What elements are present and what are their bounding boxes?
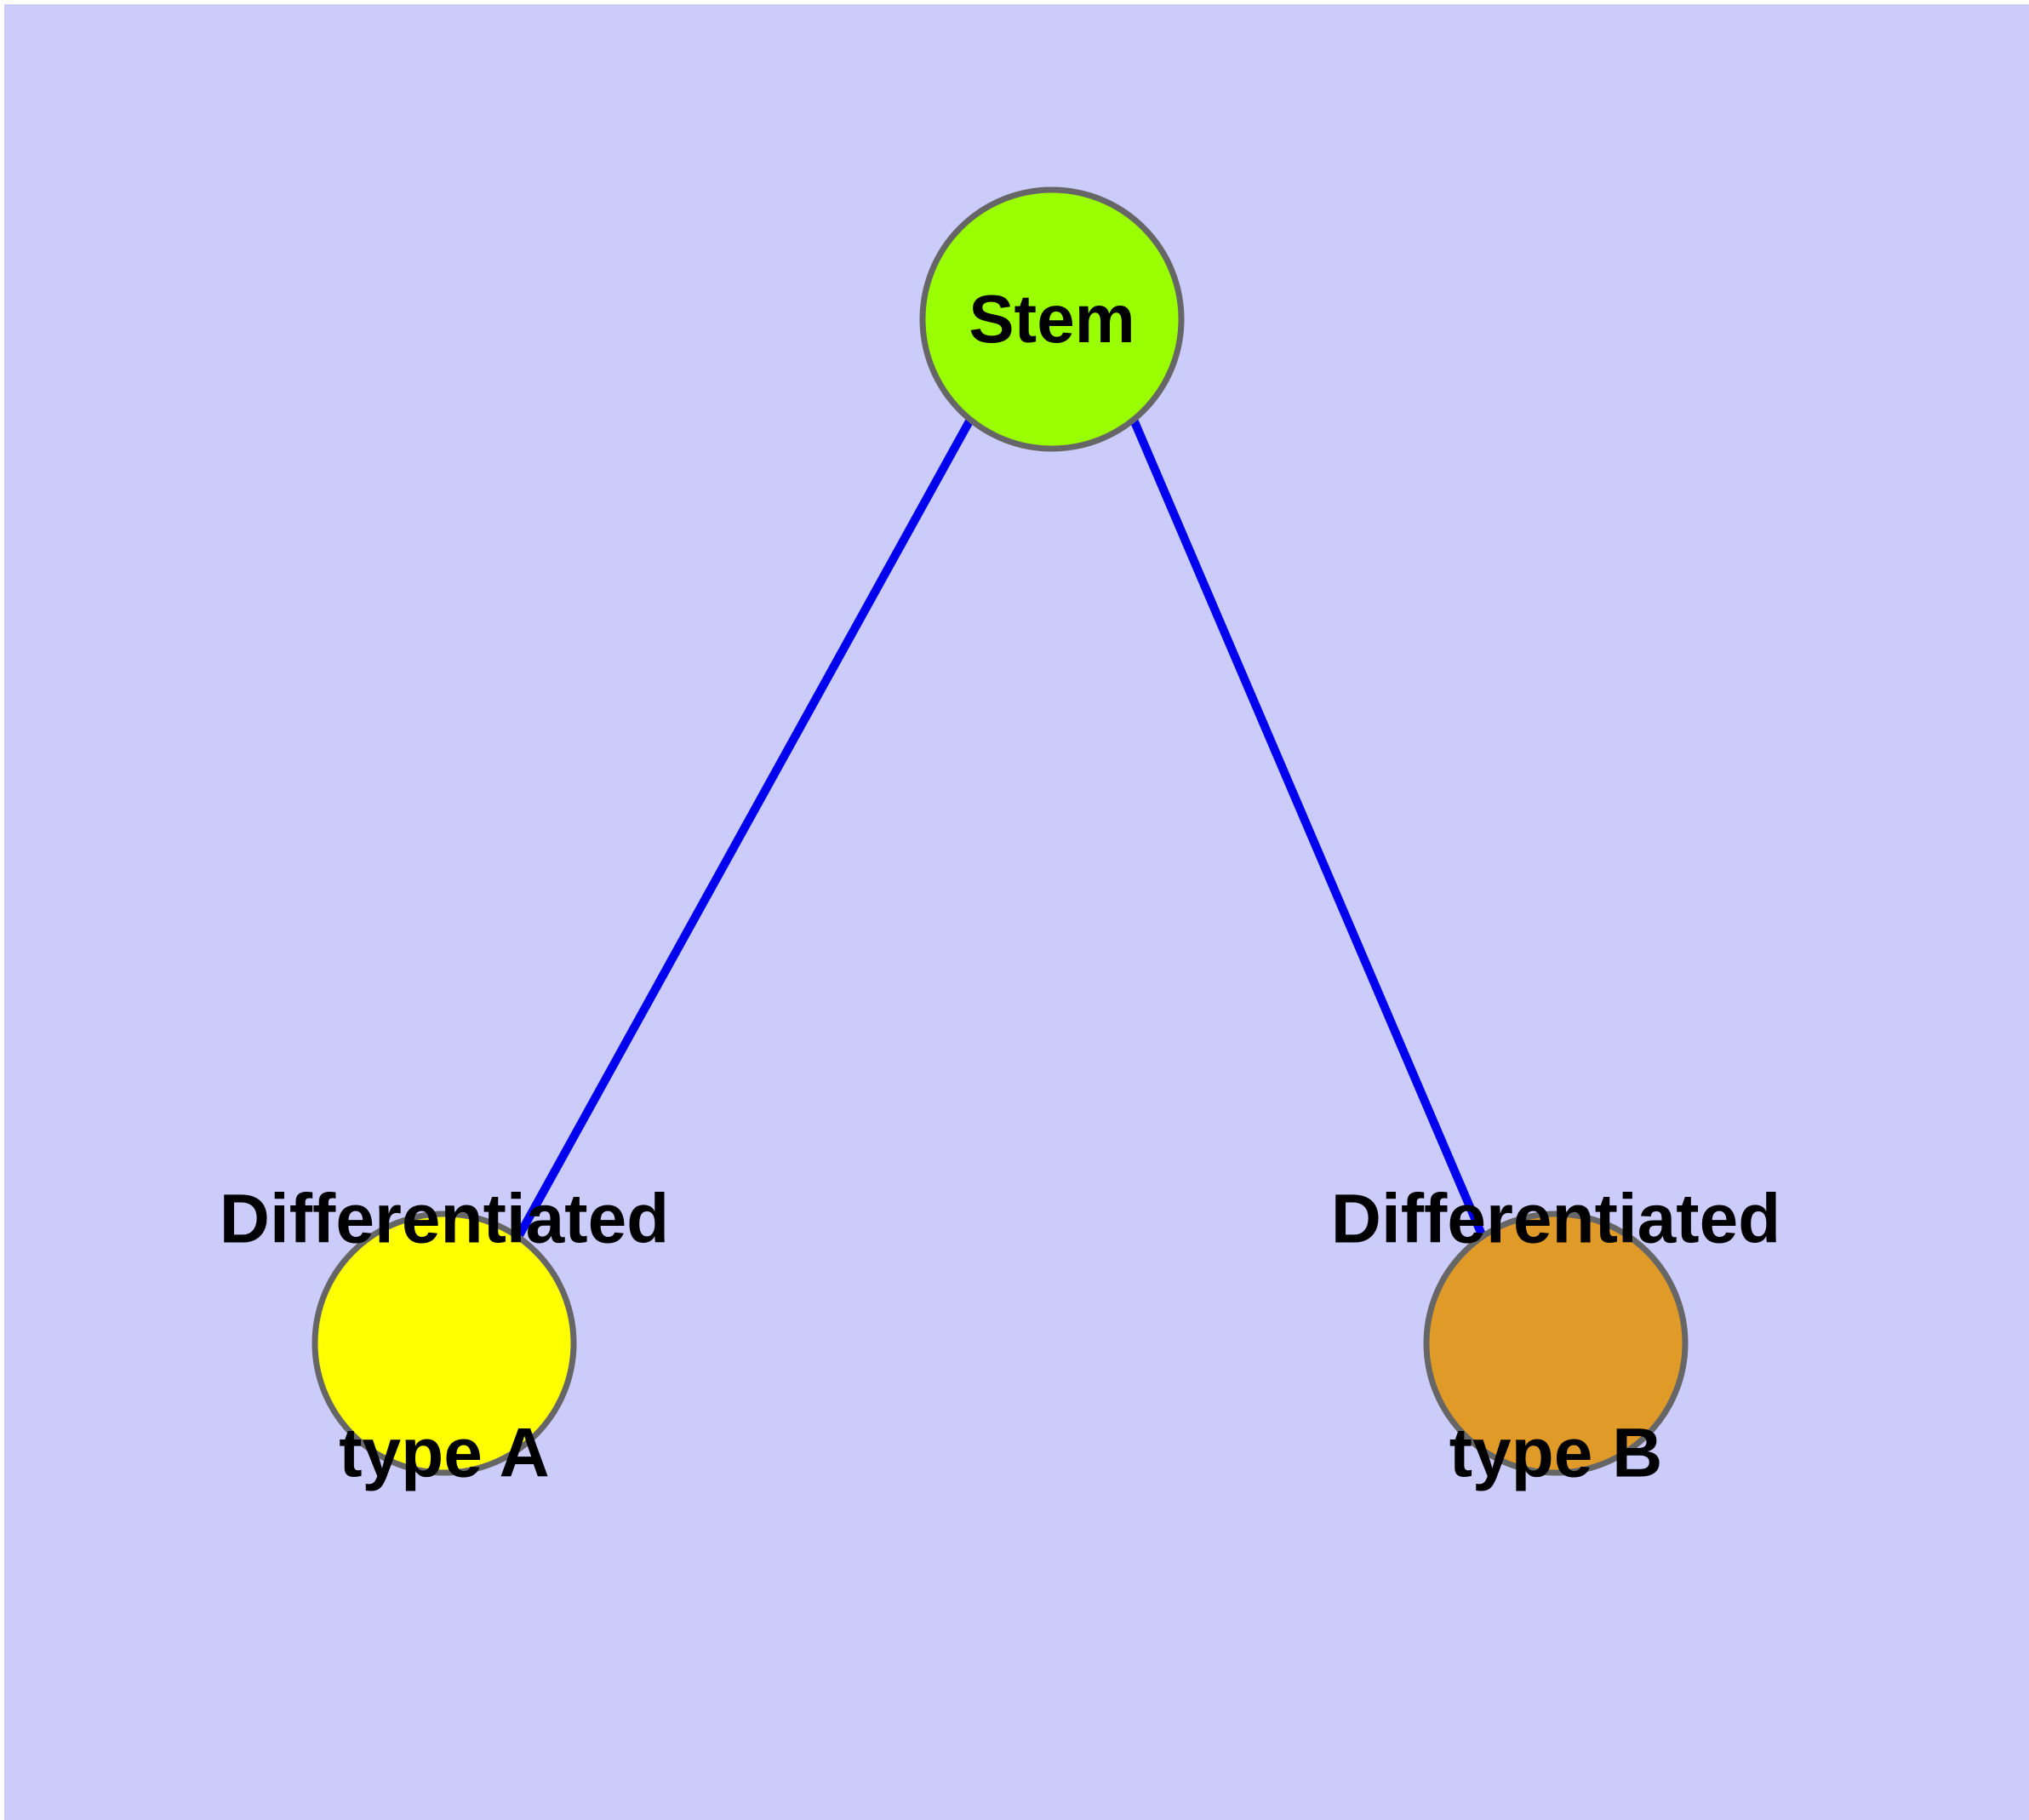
- edge-stem-diff-b[interactable]: [1129, 418, 1488, 1240]
- node-diff-b-circle[interactable]: [1423, 1210, 1689, 1476]
- node-layer: [311, 186, 1689, 1476]
- edge-layer: [513, 417, 1488, 1241]
- node-diff-a-circle[interactable]: [311, 1210, 577, 1476]
- node-stem-circle[interactable]: [919, 186, 1185, 452]
- edge-stem-diff-a[interactable]: [513, 417, 974, 1241]
